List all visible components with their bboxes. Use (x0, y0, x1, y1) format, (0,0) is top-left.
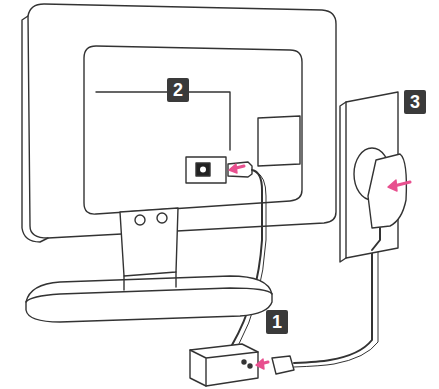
ac-connector (272, 356, 294, 374)
dc-plug (228, 162, 252, 177)
stand-neck (120, 208, 178, 276)
rear-panel (84, 46, 302, 214)
callout-number: 1 (266, 310, 288, 334)
rear-panel-inner (96, 92, 230, 150)
dc-cable (232, 170, 262, 345)
power-adapter (190, 344, 258, 386)
side-panel (258, 116, 300, 166)
callout-number: 2 (167, 78, 189, 102)
stand-base (26, 276, 272, 322)
callout-number: 3 (404, 90, 426, 114)
wall-plug (368, 154, 406, 228)
monitor-edge (22, 16, 48, 242)
monitor-back (28, 4, 336, 238)
power-port (186, 157, 226, 183)
dc-cable2 (238, 172, 266, 346)
power-port-socket (196, 163, 210, 176)
